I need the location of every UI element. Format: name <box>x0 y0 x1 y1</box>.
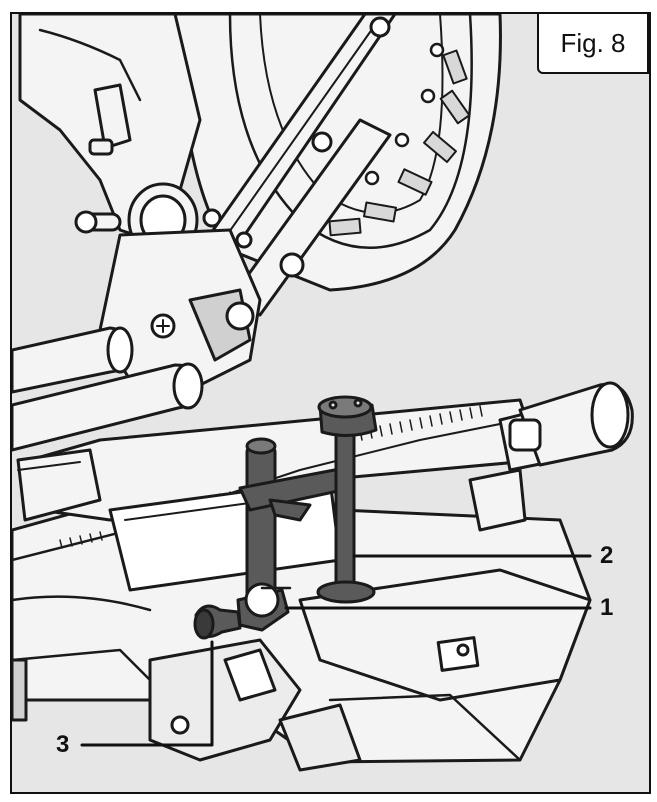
callout-2: 2 <box>600 542 614 569</box>
pivot-housing <box>98 228 262 387</box>
slide-rails <box>12 326 204 452</box>
leader-line-3 <box>80 640 214 747</box>
leader-lines <box>80 554 592 747</box>
fence-and-scale <box>16 398 542 592</box>
callout-3: 3 <box>56 731 70 758</box>
callout-1: 1 <box>600 594 614 621</box>
saw-head-arm <box>18 14 222 258</box>
vertical-clamp <box>193 395 378 640</box>
rail-end-knob <box>468 381 634 532</box>
figure-label: Fig. 8 <box>537 12 649 74</box>
